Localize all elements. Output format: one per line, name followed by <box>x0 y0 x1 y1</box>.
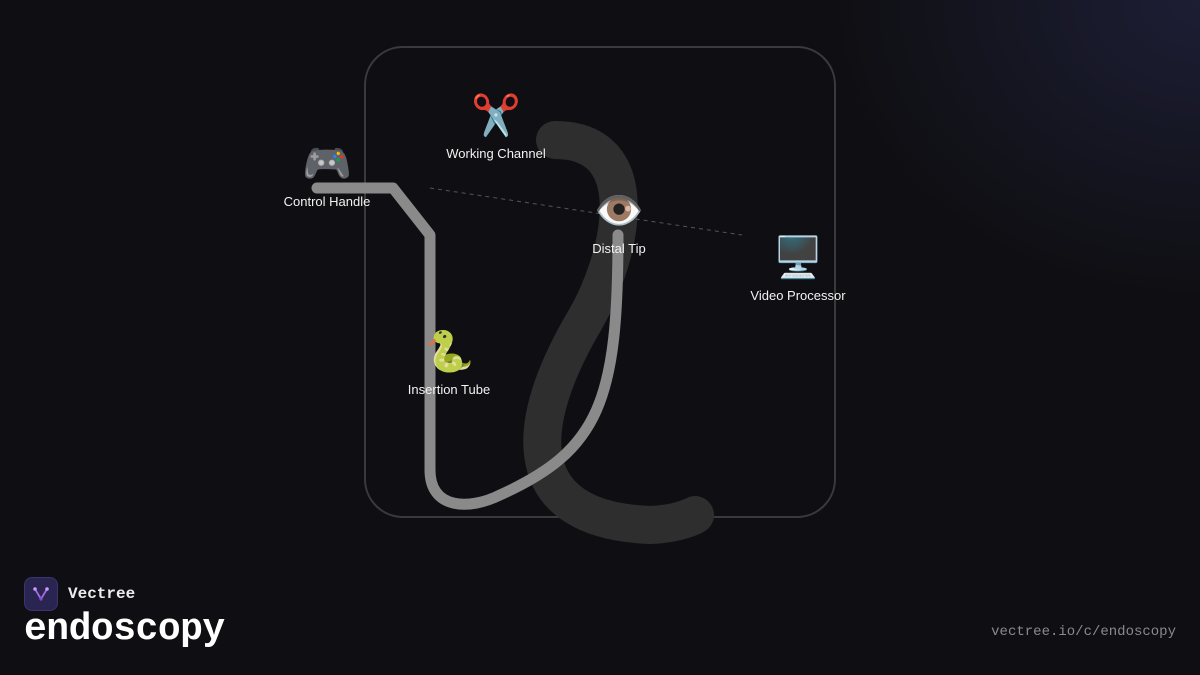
video-cable-link <box>429 187 743 236</box>
eye-icon: 👁️ <box>594 188 644 234</box>
node-label: Insertion Tube <box>407 382 491 397</box>
shadow-curve <box>523 121 714 544</box>
site-url[interactable]: vectree.io/c/endoscopy <box>991 624 1176 640</box>
scissors-icon: ✂️ <box>471 93 521 139</box>
node-video-processor[interactable]: 🖥️ Video Processor <box>750 234 845 303</box>
node-control-handle[interactable]: 🎮 Control Handle <box>284 140 371 209</box>
brand-name: Vectree <box>68 585 136 603</box>
page-title: endoscopy <box>24 608 225 651</box>
vectree-logo-icon <box>24 577 58 611</box>
node-insertion-tube[interactable]: 🐍 Insertion Tube <box>408 328 490 397</box>
brand[interactable]: Vectree <box>24 577 135 611</box>
node-label: Working Channel <box>446 146 546 161</box>
node-label: Video Processor <box>750 288 846 303</box>
game-controller-icon: 🎮 <box>302 141 352 187</box>
node-label: Control Handle <box>283 194 371 209</box>
desktop-computer-icon: 🖥️ <box>773 235 823 281</box>
node-working-channel[interactable]: ✂️ Working Channel <box>446 92 545 161</box>
insertion-tube-path <box>311 182 624 510</box>
snake-icon: 🐍 <box>424 329 474 375</box>
node-label: Distal Tip <box>592 241 646 256</box>
node-distal-tip[interactable]: 👁️ Distal Tip <box>592 187 645 256</box>
